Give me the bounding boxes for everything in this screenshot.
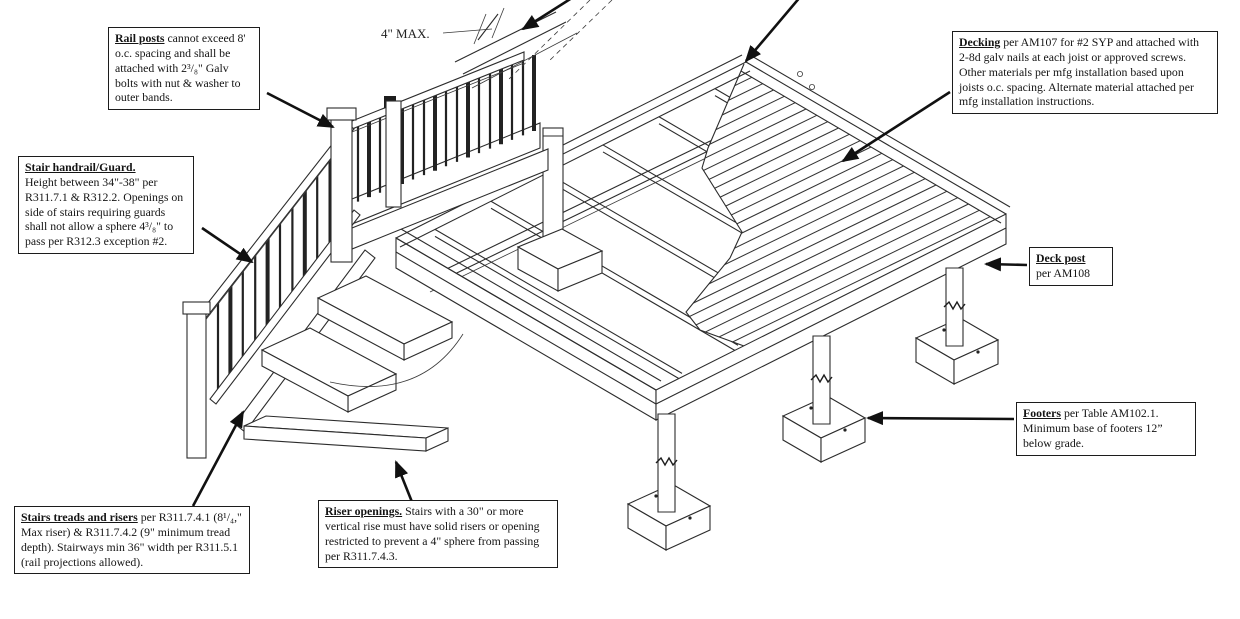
callout-stairs-treads: Stairs treads and risers per R311.7.4.1 … — [14, 506, 250, 575]
callout-decking-body: per AM107 for #2 SYP and attached with 2… — [959, 35, 1200, 109]
callout-stair-handrail: Stair handrail/Guard.Height between 34"-… — [18, 156, 194, 255]
deck-guard-rail — [351, 51, 549, 250]
arrow-stair-handrail — [201, 226, 254, 264]
callout-footers: Footers per Table AM102.1. Minimum base … — [1016, 402, 1196, 456]
arrow-top-left — [521, 0, 572, 31]
dimension-label: 4" MAX. — [381, 26, 430, 41]
callout-stair-handrail-lead: Stair handrail/Guard. — [25, 160, 136, 174]
arrow-riser-openings — [394, 460, 414, 503]
deck-frame — [391, 54, 1011, 421]
arrow-top-right — [744, 0, 800, 63]
callout-deck-post-body: per AM108 — [1036, 265, 1091, 280]
center-post — [516, 127, 604, 292]
callout-riser-openings-body: Stairs with a 30" or more vertical rise … — [325, 504, 540, 563]
callout-riser-openings: Riser openings. Stairs with a 30" or mor… — [318, 500, 558, 569]
arrow-rail-posts — [266, 91, 335, 129]
arrow-decking — [841, 90, 951, 163]
dimension-4in-max: 4" MAX. — [381, 0, 613, 89]
callout-arrows — [191, 0, 1028, 507]
arrow-deck-post — [984, 257, 1028, 272]
callout-riser-openings-lead: Riser openings. — [325, 504, 403, 518]
callout-rail-posts: Rail posts cannot exceed 8' o.c. spacing… — [108, 27, 260, 111]
callout-footers-lead: Footers — [1023, 406, 1061, 420]
callout-rail-posts-lead: Rail posts — [115, 31, 165, 45]
callout-rail-posts-body: cannot exceed 8' o.c. spacing and shall … — [115, 31, 246, 105]
arrow-stairs-treads — [191, 410, 245, 507]
stairs — [243, 275, 464, 452]
callout-stairs-treads-lead: Stairs treads and risers — [21, 510, 138, 524]
callout-decking: Decking per AM107 for #2 SYP and attache… — [952, 31, 1218, 115]
arrow-footers — [866, 411, 1015, 426]
callout-stair-handrail-body: Height between 34"-38" per R311.7.1 & R3… — [25, 174, 184, 249]
callout-decking-lead: Decking — [959, 35, 1001, 49]
callout-footers-body: per Table AM102.1. Minimum base of foote… — [1023, 406, 1163, 450]
callout-stairs-treads-body: per R311.7.4.1 (8¹/₄," Max riser) & R311… — [21, 510, 242, 569]
deck-posts-and-footers — [626, 267, 1000, 551]
callout-deck-post-lead: Deck post — [1036, 251, 1086, 265]
